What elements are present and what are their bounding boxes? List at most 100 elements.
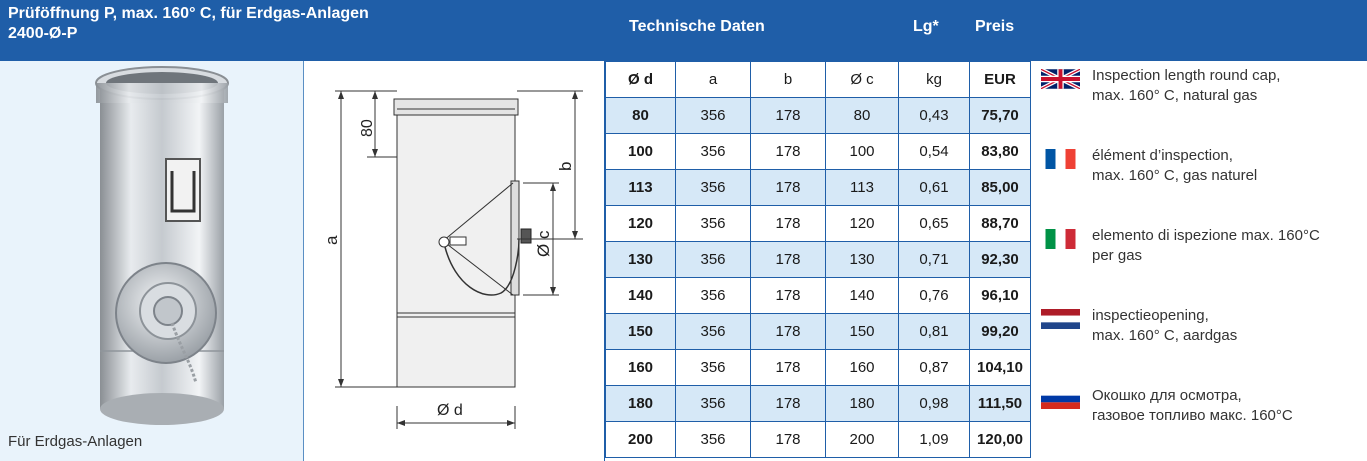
product-photo-panel <box>0 61 304 461</box>
cell-a: 356 <box>675 385 751 422</box>
cell-kg: 0,76 <box>898 277 970 314</box>
cell-kg: 0,71 <box>898 241 970 278</box>
french-description: élément d’inspection, max. 160° C, gas n… <box>1092 146 1367 186</box>
cell-diameter: 200 <box>605 421 676 458</box>
dim-80-label: 80 <box>359 119 376 137</box>
netherlands-flag-icon <box>1041 309 1080 329</box>
description-line: Окошко для осмотра, <box>1092 387 1242 404</box>
col-header-kg: kg <box>898 61 970 98</box>
cell-c: 140 <box>825 277 899 314</box>
dutch-description: inspectieopening, max. 160° C, aardgas <box>1092 306 1367 346</box>
cell-kg: 0,54 <box>898 133 970 170</box>
technical-data-table: Ø d a b Ø c kg EUR 80 356 178 80 0,43 75… <box>605 61 1031 458</box>
description-line: газовое топливо макс. 160°C <box>1092 407 1293 424</box>
cell-a: 356 <box>675 133 751 170</box>
cell-price: 96,10 <box>969 277 1031 314</box>
italian-description: elemento di ispezione max. 160°C per gas <box>1092 226 1367 266</box>
english-description: Inspection length round cap, max. 160° C… <box>1092 66 1367 106</box>
description-line: élément d’inspection, <box>1092 147 1233 164</box>
table-row: 200 356 178 200 1,09 120,00 <box>605 421 1031 458</box>
dim-b-label: b <box>556 162 575 171</box>
price-heading: Preis <box>975 18 1015 35</box>
cell-a: 356 <box>675 421 751 458</box>
table-row: 80 356 178 80 0,43 75,70 <box>605 97 1031 134</box>
technical-drawing-panel: 80 a b Ø c Ø d <box>305 61 605 461</box>
header-bar: Prüföffnung P, max. 160° C, für Erdgas-A… <box>0 0 1367 61</box>
col-header-a: a <box>675 61 751 98</box>
table-row: 140 356 178 140 0,76 96,10 <box>605 277 1031 314</box>
description-line: max. 160° C, natural gas <box>1092 87 1258 104</box>
product-code: 2400-Ø-P <box>8 25 78 42</box>
cell-a: 356 <box>675 313 751 350</box>
dim-d-label: Ø d <box>437 402 463 419</box>
russian-description: Окошко для осмотра, газовое топливо макс… <box>1092 386 1367 426</box>
inspection-pipe-photo <box>95 66 229 425</box>
cell-price: 83,80 <box>969 133 1031 170</box>
cell-c: 150 <box>825 313 899 350</box>
cell-a: 356 <box>675 169 751 206</box>
dim-a-label: a <box>322 235 341 245</box>
description-line: max. 160° C, gas naturel <box>1092 167 1258 184</box>
cell-price: 88,70 <box>969 205 1031 242</box>
cell-c: 80 <box>825 97 899 134</box>
uk-flag-icon <box>1041 69 1080 89</box>
cell-c: 100 <box>825 133 899 170</box>
cell-c: 200 <box>825 421 899 458</box>
cell-price: 104,10 <box>969 349 1031 386</box>
cell-c: 160 <box>825 349 899 386</box>
col-header-b: b <box>750 61 826 98</box>
cell-b: 178 <box>750 97 826 134</box>
dim-c-label: Ø c <box>534 230 553 257</box>
lg-heading: Lg* <box>913 18 939 35</box>
table-row: 120 356 178 120 0,65 88,70 <box>605 205 1031 242</box>
cell-price: 111,50 <box>969 385 1031 422</box>
cell-b: 178 <box>750 385 826 422</box>
cell-diameter: 180 <box>605 385 676 422</box>
cell-c: 113 <box>825 169 899 206</box>
cell-a: 356 <box>675 241 751 278</box>
cell-diameter: 160 <box>605 349 676 386</box>
cell-price: 75,70 <box>969 97 1031 134</box>
cell-b: 178 <box>750 169 826 206</box>
cell-b: 178 <box>750 277 826 314</box>
cell-diameter: 113 <box>605 169 676 206</box>
cell-c: 130 <box>825 241 899 278</box>
cell-diameter: 120 <box>605 205 676 242</box>
product-title: Prüföffnung P, max. 160° C, für Erdgas-A… <box>8 5 369 22</box>
col-header-eur: EUR <box>969 61 1031 98</box>
photo-caption: Für Erdgas-Anlagen <box>8 433 143 450</box>
description-line: max. 160° C, aardgas <box>1092 327 1238 344</box>
cell-c: 180 <box>825 385 899 422</box>
cell-kg: 0,81 <box>898 313 970 350</box>
italy-flag-icon <box>1041 229 1080 249</box>
table-header-row: Ø d a b Ø c kg EUR <box>605 61 1031 98</box>
description-line: Inspection length round cap, <box>1092 67 1281 84</box>
table-row: 160 356 178 160 0,87 104,10 <box>605 349 1031 386</box>
cell-price: 99,20 <box>969 313 1031 350</box>
cell-a: 356 <box>675 97 751 134</box>
cell-c: 120 <box>825 205 899 242</box>
cell-a: 356 <box>675 205 751 242</box>
cell-kg: 0,61 <box>898 169 970 206</box>
cell-price: 120,00 <box>969 421 1031 458</box>
description-line: per gas <box>1092 247 1143 264</box>
cell-price: 85,00 <box>969 169 1031 206</box>
cell-b: 178 <box>750 205 826 242</box>
technical-data-heading: Technische Daten <box>629 18 765 35</box>
russia-flag-icon <box>1041 389 1080 409</box>
cell-b: 178 <box>750 241 826 278</box>
cell-b: 178 <box>750 349 826 386</box>
cell-kg: 0,65 <box>898 205 970 242</box>
cell-diameter: 150 <box>605 313 676 350</box>
cell-b: 178 <box>750 133 826 170</box>
cell-a: 356 <box>675 277 751 314</box>
cell-kg: 0,98 <box>898 385 970 422</box>
table-row: 100 356 178 100 0,54 83,80 <box>605 133 1031 170</box>
table-row: 130 356 178 130 0,71 92,30 <box>605 241 1031 278</box>
table-row: 180 356 178 180 0,98 111,50 <box>605 385 1031 422</box>
cell-price: 92,30 <box>969 241 1031 278</box>
description-line: elemento di ispezione max. 160°C <box>1092 227 1320 244</box>
cell-kg: 1,09 <box>898 421 970 458</box>
france-flag-icon <box>1041 149 1080 169</box>
cell-diameter: 130 <box>605 241 676 278</box>
